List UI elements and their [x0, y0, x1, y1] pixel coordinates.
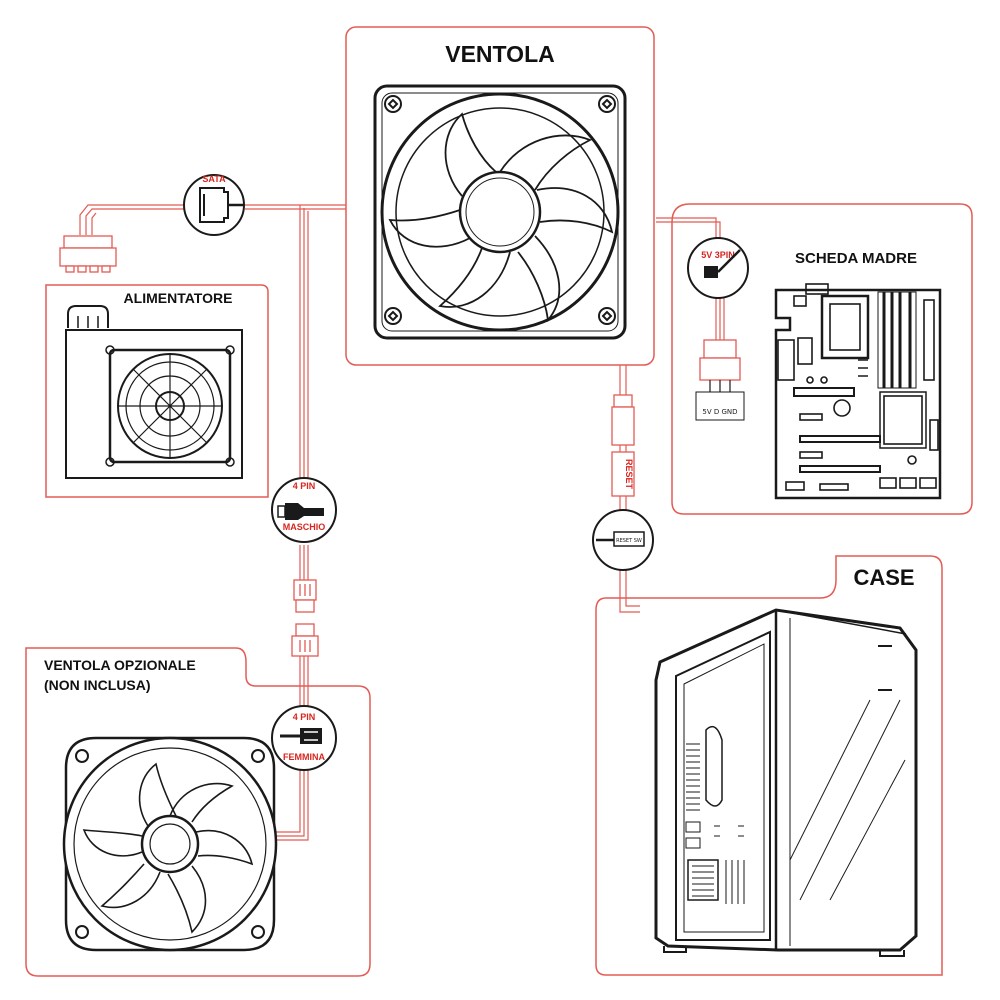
reset-cable-connector-icon — [611, 394, 635, 446]
case-title: CASE — [853, 565, 914, 590]
fourpin-male-badge: 4 PIN MASCHIO — [271, 477, 337, 543]
connector-icon — [704, 249, 741, 278]
pc-case-icon — [654, 608, 918, 957]
fourpin-female-badge: 4 PIN FEMMINA — [271, 705, 337, 771]
fivev-3pin-label: 5V 3PIN — [701, 250, 735, 260]
scheda-madre-panel — [671, 203, 973, 515]
reset-sw-badge: RESET SW — [592, 509, 654, 571]
sata-badge: SATA — [183, 174, 245, 236]
inline-male-connector-icon — [293, 579, 317, 613]
fourpin-female-bottom: FEMMINA — [283, 752, 325, 762]
inline-female-connector-icon — [291, 623, 319, 657]
three-pin-header-icon — [695, 339, 745, 421]
psu-icon — [65, 305, 243, 479]
panels — [25, 26, 973, 977]
pin-labels: 5V D GND — [702, 408, 737, 416]
sata-badge-label: SATA — [202, 174, 226, 184]
reset-sleeve: RESET — [611, 451, 635, 497]
ventola-title: VENTOLA — [445, 41, 554, 67]
reset-sw-label: RESET SW — [616, 538, 642, 544]
ventola-opzionale-title: VENTOLA OPZIONALE — [44, 657, 196, 673]
sata-connector-icon — [199, 187, 244, 223]
fivev-3pin-badge: 5V 3PIN — [687, 237, 749, 299]
fourpin-female-top: 4 PIN — [293, 712, 316, 722]
alimentatore-panel — [45, 284, 269, 498]
case-panel — [595, 555, 943, 976]
optional-fan-icon — [62, 736, 278, 952]
psu-connector-icon — [59, 235, 117, 273]
fourpin-male-top: 4 PIN — [293, 481, 316, 491]
connector-icon — [280, 728, 322, 744]
fourpin-male-bottom: MASCHIO — [283, 522, 326, 532]
alimentatore-title: ALIMENTATORE — [124, 290, 233, 306]
motherboard-icon — [774, 283, 942, 500]
reset-label: RESET — [624, 459, 634, 490]
fan-icon — [373, 84, 627, 340]
scheda-madre-title: SCHEDA MADRE — [795, 250, 917, 267]
connector-icon — [277, 503, 324, 520]
ventola-opzionale-panel — [25, 647, 371, 977]
ventola-panel — [345, 26, 655, 366]
ventola-opzionale-subtitle: (NON INCLUSA) — [44, 677, 151, 693]
